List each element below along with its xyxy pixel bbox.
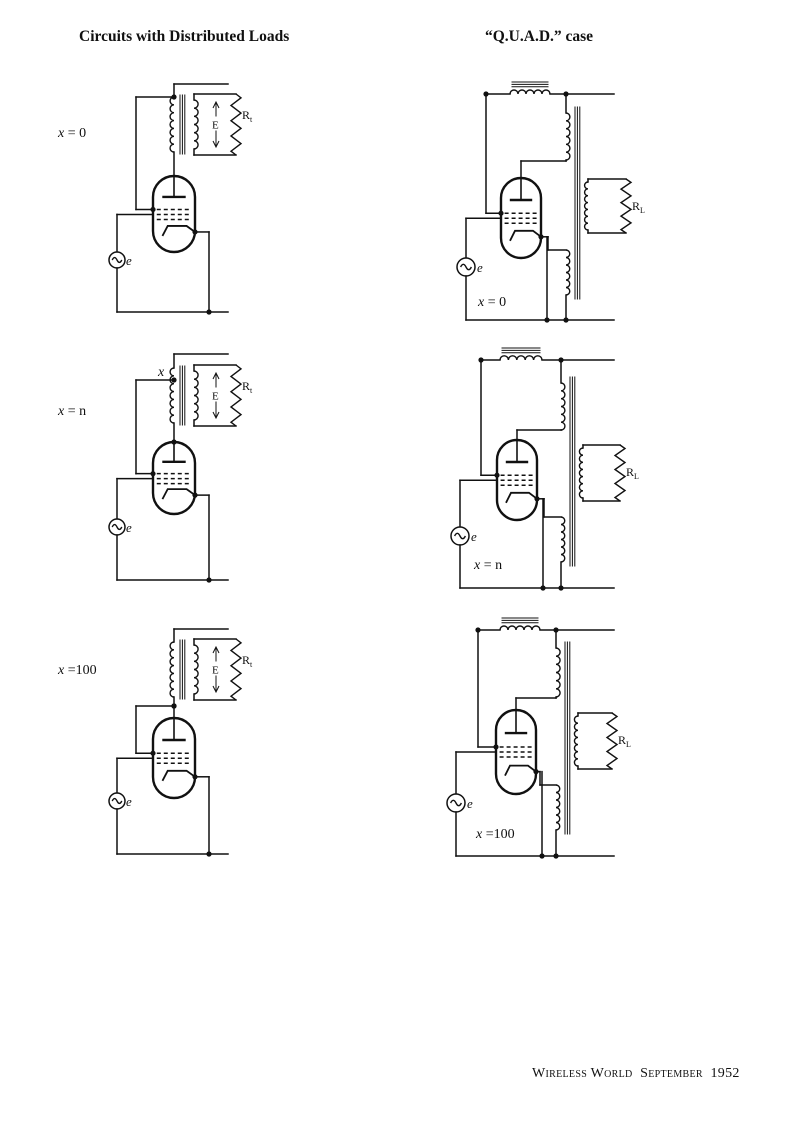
quad-circuit-3: RL e [446,617,631,859]
heading-left: Circuits with Distributed Loads [79,28,290,45]
source-label: e [126,520,132,535]
load-label: Rt [242,379,253,395]
left-x-label-2: x = n [58,404,87,419]
quad-circuit-1: RL e [456,81,645,323]
left-x-label-3: x =100 [58,663,97,678]
load-label: Rt [242,653,253,669]
emf-label: E [212,391,219,403]
source-label: e [471,529,477,544]
emf-label: E [212,665,219,677]
source-label: e [126,794,132,809]
load-label: RL [632,199,645,215]
footer-citation: Wireless World September 1952 [532,1066,740,1081]
load-label: RL [618,733,631,749]
right-x-label-2: x = n [474,558,503,573]
quad-circuit-2: RL e [450,347,639,591]
right-x-label-1: x = 0 [478,295,507,310]
heading-right: “Q.U.A.D.” case [485,28,594,45]
source-label: e [467,796,473,811]
load-label: Rt [242,108,253,124]
source-label: e [126,253,132,268]
source-label: e [477,260,483,275]
tap-label: x [157,365,165,380]
emf-label: E [212,120,219,132]
right-x-label-3: x =100 [476,827,515,842]
left-x-label-1: x = 0 [58,126,87,141]
load-label: RL [626,465,639,481]
